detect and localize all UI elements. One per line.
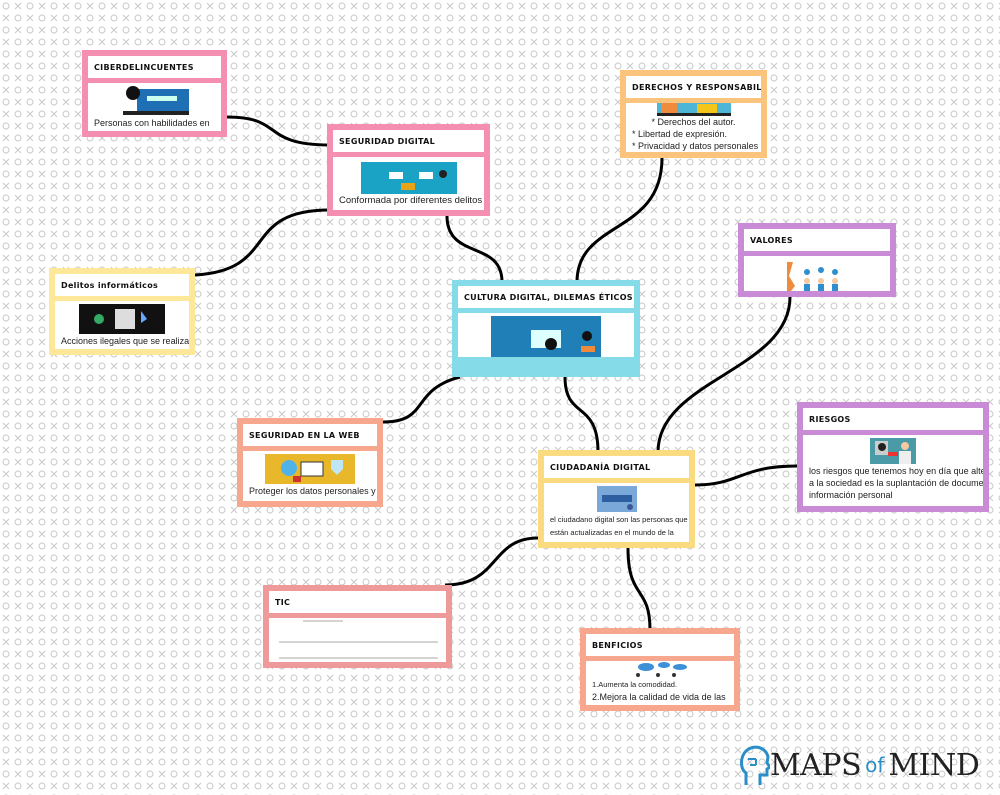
- node-text: los riesgos que tenemos hoy en día que a…: [809, 466, 983, 476]
- node-title: DERECHOS Y RESPONSABILIDAD: [626, 76, 761, 98]
- node-text: Proteger los datos personales y la: [249, 486, 377, 496]
- link-valores: [656, 296, 792, 453]
- node-text: Personas con habilidades en: [94, 118, 210, 128]
- node-title: CIBERDELINCUENTES: [88, 56, 221, 78]
- node-valores[interactable]: VALORES: [738, 223, 896, 297]
- head-circuit-icon: [740, 745, 770, 785]
- node-text: * Privacidad y datos personales: [632, 141, 759, 151]
- node-seguridad-web[interactable]: SEGURIDAD EN LA WEB Proteger los datos p…: [237, 418, 383, 507]
- node-text: Acciones ilegales que se realizan: [61, 336, 189, 346]
- link-ciberdelincuentes: [226, 115, 331, 147]
- security-image: [360, 162, 457, 194]
- node-text: 2.Mejora la calidad de vida de las: [592, 692, 726, 702]
- node-text: a la sociedad es la suplantación de docu…: [809, 478, 983, 488]
- link-seguridad-cultura: [445, 215, 504, 283]
- node-title: SEGURIDAD EN LA WEB: [243, 424, 377, 446]
- link-derechos: [575, 157, 664, 283]
- node-tic[interactable]: TIC: [263, 585, 452, 668]
- node-title: TIC: [269, 591, 446, 613]
- node-delitos[interactable]: Delitos informáticos Acciones ilegales q…: [49, 268, 195, 355]
- link-tic: [444, 536, 539, 587]
- node-ciudadania-digital[interactable]: CIUDADANÍA DIGITAL el ciudadano digital …: [538, 450, 695, 548]
- node-riesgos[interactable]: RIESGOS los riesgos que tenemos hoy en d…: [797, 402, 989, 512]
- hacker-image: [122, 86, 189, 115]
- node-title: CULTURA DIGITAL, DILEMAS ÉTICOS Y MORALE…: [458, 286, 634, 308]
- node-text: * Libertad de expresión.: [632, 129, 728, 139]
- node-text: están actualizadas en el mundo de la: [550, 528, 674, 537]
- node-seguridad-digital[interactable]: SEGURIDAD DIGITAL Conformada por diferen…: [327, 124, 490, 216]
- node-title: CIUDADANÍA DIGITAL: [544, 456, 689, 478]
- digital-culture-image: [491, 316, 601, 357]
- logo-text-mind: MIND: [888, 747, 980, 783]
- node-title: SEGURIDAD DIGITAL: [333, 130, 484, 152]
- link-ciudadania: [563, 376, 600, 453]
- node-text: información personal: [809, 490, 893, 500]
- node-text: Conformada por diferentes delitos entre: [339, 195, 484, 206]
- node-title: Delitos informáticos: [55, 274, 189, 296]
- node-title: BENFICIOS: [586, 634, 734, 656]
- node-text: 1.Aumenta la comodidad.: [592, 680, 678, 689]
- citizenship-image: [596, 486, 637, 512]
- values-image: [787, 262, 838, 291]
- link-beneficios: [626, 547, 652, 631]
- rights-image: [656, 103, 731, 116]
- node-text: el ciudadano digital son las personas qu…: [550, 515, 688, 524]
- node-cultura-digital[interactable]: CULTURA DIGITAL, DILEMAS ÉTICOS Y MORALE…: [452, 280, 640, 377]
- benefits-image: [636, 662, 687, 677]
- risks-image: [870, 438, 916, 464]
- link-delitos: [194, 208, 331, 277]
- maps-of-mind-logo: MAPS of MIND: [738, 743, 980, 787]
- node-text: * Derechos del autor.: [651, 117, 736, 127]
- node-text: personas: [586, 703, 734, 705]
- node-beneficios[interactable]: BENFICIOS 1.Aumenta la comodidad. 2.Mejo…: [580, 628, 740, 711]
- node-title: RIESGOS: [803, 408, 983, 430]
- web-security-image: [265, 454, 355, 484]
- logo-text-maps: MAPS: [770, 747, 862, 783]
- tic-link-text: [278, 620, 438, 659]
- node-title: VALORES: [744, 229, 890, 251]
- node-ciberdelincuentes[interactable]: CIBERDELINCUENTES Personas con habilidad…: [82, 50, 227, 137]
- link-seguridad-web: [382, 375, 461, 424]
- node-derechos[interactable]: DERECHOS Y RESPONSABILIDAD * Derechos de…: [620, 70, 767, 158]
- logo-text-of: of: [865, 753, 885, 777]
- cybercrime-image: [79, 304, 165, 334]
- link-riesgos: [694, 464, 798, 487]
